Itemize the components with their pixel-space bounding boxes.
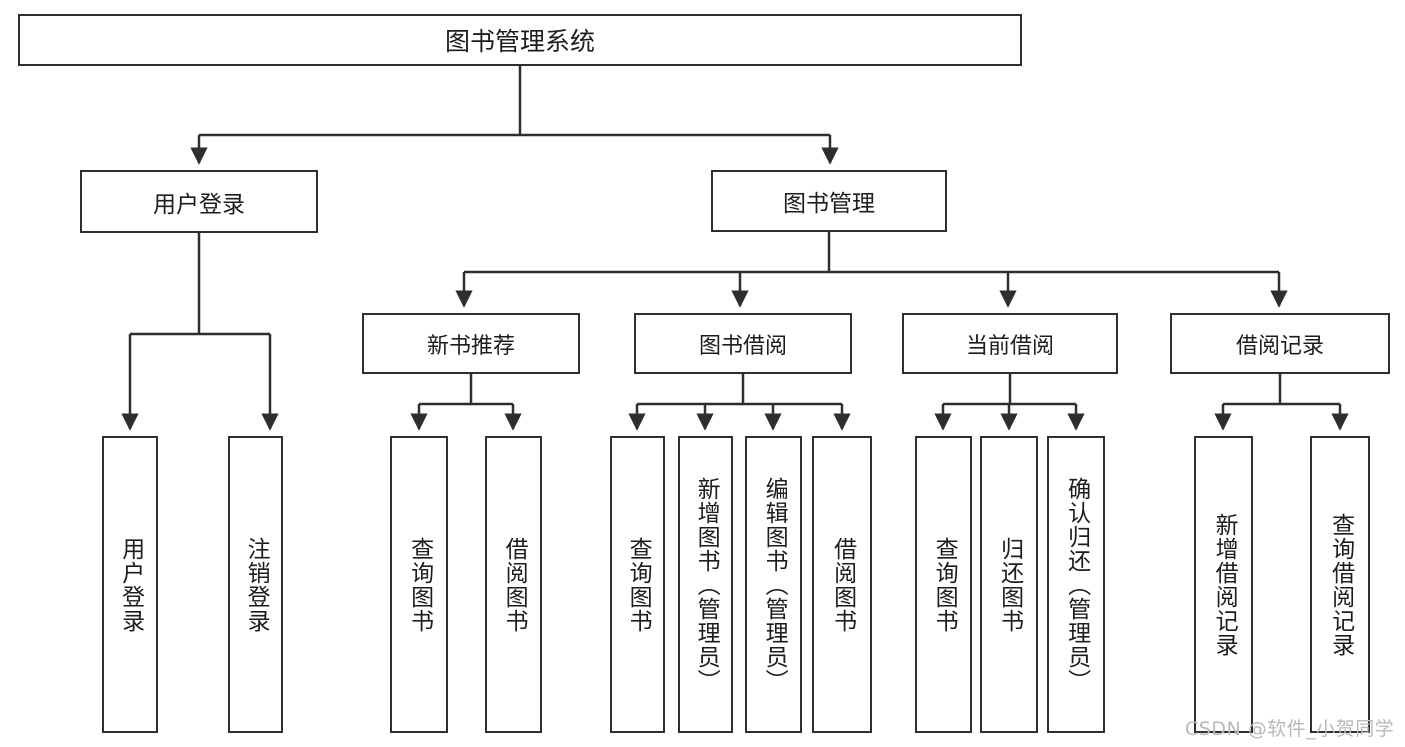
- node-leaf-add-record[interactable]: 新增借阅记录: [1194, 436, 1253, 733]
- node-leaf-query-record-label: 查询借阅记录: [1327, 512, 1354, 657]
- node-leaf-query-book-3[interactable]: 查询图书: [915, 436, 972, 733]
- node-leaf-edit-book[interactable]: 编辑图书（管理员）: [745, 436, 802, 733]
- node-leaf-logout[interactable]: 注销登录: [228, 436, 283, 733]
- node-user-login-label: 用户登录: [153, 191, 245, 218]
- node-borrow-record[interactable]: 借阅记录: [1170, 313, 1390, 374]
- node-leaf-confirm-return-label: 确认归还（管理员）: [1063, 476, 1090, 693]
- node-leaf-borrow-book-1-label: 借阅图书: [501, 536, 528, 633]
- node-leaf-user-login[interactable]: 用户登录: [102, 436, 158, 733]
- node-book-borrow[interactable]: 图书借阅: [634, 313, 852, 374]
- node-book-manage-label: 图书管理: [783, 191, 875, 217]
- node-leaf-borrow-book-2-label: 借阅图书: [829, 536, 856, 633]
- node-leaf-query-book-2-label: 查询图书: [625, 536, 652, 633]
- node-leaf-query-book-2[interactable]: 查询图书: [610, 436, 665, 733]
- node-leaf-user-login-label: 用户登录: [117, 536, 144, 633]
- node-current-borrow[interactable]: 当前借阅: [902, 313, 1118, 374]
- node-root[interactable]: 图书管理系统: [18, 14, 1022, 66]
- node-leaf-add-record-label: 新增借阅记录: [1211, 512, 1238, 657]
- node-book-manage[interactable]: 图书管理: [711, 170, 947, 232]
- node-new-book-rec[interactable]: 新书推荐: [362, 313, 580, 374]
- node-current-borrow-label: 当前借阅: [965, 333, 1054, 359]
- node-leaf-borrow-book-2[interactable]: 借阅图书: [812, 436, 872, 733]
- node-new-book-rec-label: 新书推荐: [426, 333, 515, 359]
- node-leaf-query-record[interactable]: 查询借阅记录: [1310, 436, 1370, 733]
- node-leaf-query-book-1[interactable]: 查询图书: [390, 436, 448, 733]
- node-leaf-logout-label: 注销登录: [243, 536, 270, 633]
- node-leaf-confirm-return[interactable]: 确认归还（管理员）: [1047, 436, 1105, 733]
- node-borrow-record-label: 借阅记录: [1235, 333, 1324, 359]
- node-leaf-return-book[interactable]: 归还图书: [980, 436, 1038, 733]
- node-root-label: 图书管理系统: [444, 27, 595, 56]
- node-leaf-return-book-label: 归还图书: [996, 536, 1023, 633]
- node-book-borrow-label: 图书借阅: [698, 333, 787, 359]
- node-leaf-add-book-label: 新增图书（管理员）: [693, 476, 720, 693]
- node-leaf-edit-book-label: 编辑图书（管理员）: [761, 476, 788, 693]
- node-user-login[interactable]: 用户登录: [80, 170, 318, 233]
- node-leaf-query-book-3-label: 查询图书: [931, 536, 958, 633]
- node-leaf-add-book[interactable]: 新增图书（管理员）: [678, 436, 733, 733]
- watermark: CSDN @软件_小贺同学: [1185, 718, 1395, 740]
- node-leaf-query-book-1-label: 查询图书: [406, 536, 433, 633]
- node-leaf-borrow-book-1[interactable]: 借阅图书: [485, 436, 542, 733]
